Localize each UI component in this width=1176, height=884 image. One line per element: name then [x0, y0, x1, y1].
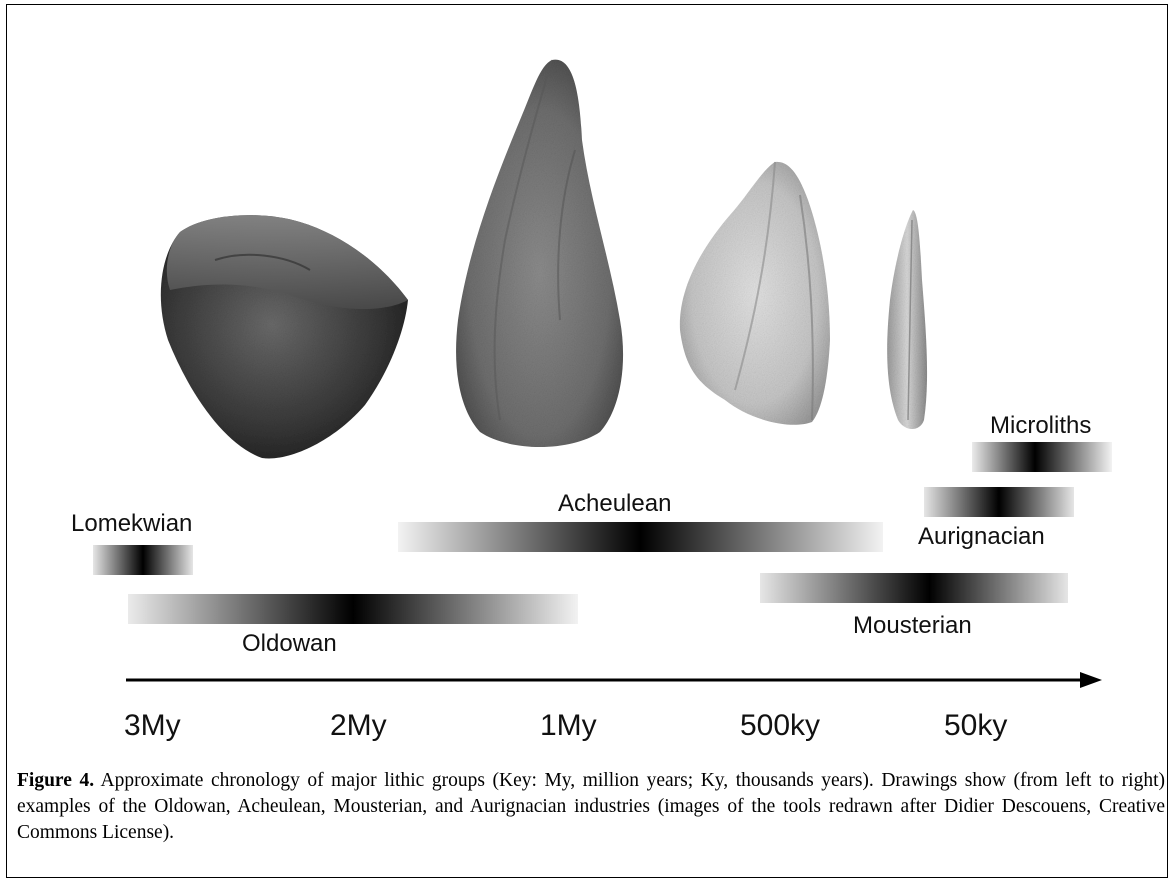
microliths-bar	[972, 442, 1112, 472]
mousterian-bar	[760, 573, 1068, 603]
aurignacian-label: Aurignacian	[918, 523, 1045, 550]
axis-tick-label: 3My	[124, 709, 181, 742]
aurignacian-bar	[924, 487, 1074, 517]
oldowan-bar	[128, 594, 578, 624]
aurignacian-blade-image	[887, 210, 927, 429]
caption-text: Approximate chronology of major lithic g…	[17, 770, 1165, 843]
axis-tick-label: 50ky	[944, 709, 1007, 742]
oldowan-chopper-image	[161, 215, 408, 458]
axis-tick-label: 500ky	[740, 709, 820, 742]
acheulean-label: Acheulean	[558, 490, 671, 517]
microliths-label: Microliths	[990, 412, 1091, 439]
mousterian-point-image	[680, 162, 830, 425]
lomekwian-label: Lomekwian	[71, 510, 192, 537]
axis-tick-label: 2My	[330, 709, 387, 742]
chronology-figure: Lomekwian Oldowan Acheulean Mousterian A…	[0, 0, 1176, 760]
axis-tick-label: 1My	[540, 709, 597, 742]
oldowan-label: Oldowan	[242, 630, 337, 657]
mousterian-label: Mousterian	[853, 612, 972, 639]
time-axis-arrowhead	[1080, 672, 1102, 688]
figure-caption: Figure 4. Approximate chronology of majo…	[17, 768, 1165, 846]
caption-label: Figure 4.	[17, 770, 94, 791]
acheulean-bar	[398, 522, 883, 552]
acheulean-handaxe-image	[456, 60, 623, 447]
lomekwian-bar	[93, 545, 193, 575]
